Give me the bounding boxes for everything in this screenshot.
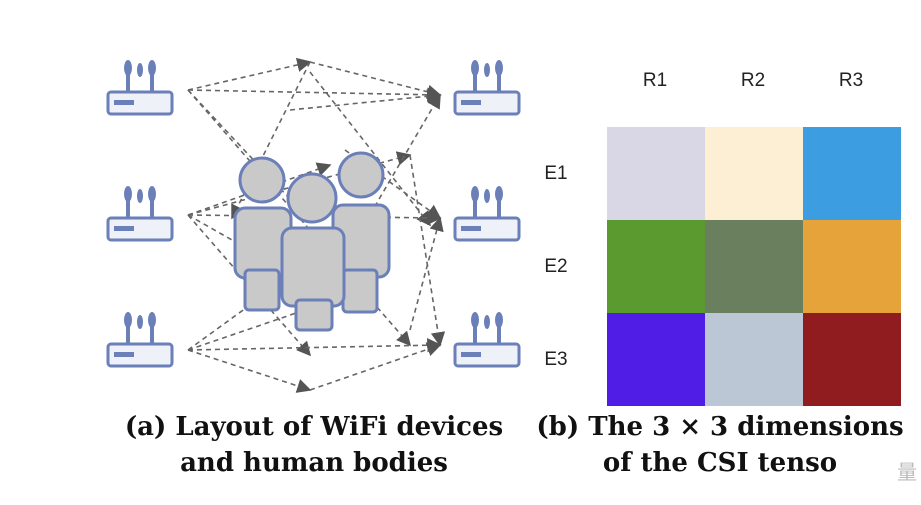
wifi-router-icon <box>106 310 174 368</box>
caption-a-line1: (a) Layout of WiFi devices <box>124 412 504 442</box>
tensor-cell <box>607 220 705 313</box>
tensor-cell <box>803 127 901 220</box>
tensor-cell <box>803 313 901 406</box>
wifi-router-icon <box>106 184 174 242</box>
caption-b: (b) The 3 × 3 dimensions of the CSI tens… <box>520 409 920 481</box>
tensor-cell <box>607 127 705 220</box>
signal-paths <box>187 57 446 393</box>
tensor-cell <box>705 127 803 220</box>
row-label-e3: E3 <box>544 349 568 370</box>
watermark: 量 <box>897 460 917 484</box>
column-header-r2: R2 <box>740 70 766 91</box>
caption-b-title: The 3 × 3 dimensions <box>588 412 904 442</box>
caption-a-line2: and human bodies <box>180 448 448 478</box>
tensor-cell <box>803 220 901 313</box>
tensor-cell <box>705 220 803 313</box>
tensor-cell <box>705 313 803 406</box>
caption-a: (a) Layout of WiFi devices and human bod… <box>104 409 524 481</box>
wifi-router-icon <box>453 310 521 368</box>
tensor-cell <box>607 313 705 406</box>
wifi-router-icon <box>453 184 521 242</box>
panel-a-diagram <box>106 57 521 393</box>
row-label-e2: E2 <box>544 256 568 277</box>
column-header-r1: R1 <box>642 70 668 91</box>
caption-b-line2: of the CSI tenso <box>602 448 838 478</box>
row-label-e1: E1 <box>544 163 568 184</box>
wifi-router-icon <box>453 58 521 116</box>
column-header-r3: R3 <box>838 70 864 91</box>
caption-b-line1: (b) The 3 × 3 dimensions <box>520 409 920 445</box>
caption-b-prefix: (b) <box>536 412 580 442</box>
wifi-router-icon <box>106 58 174 116</box>
group-of-people-icon <box>233 151 391 332</box>
